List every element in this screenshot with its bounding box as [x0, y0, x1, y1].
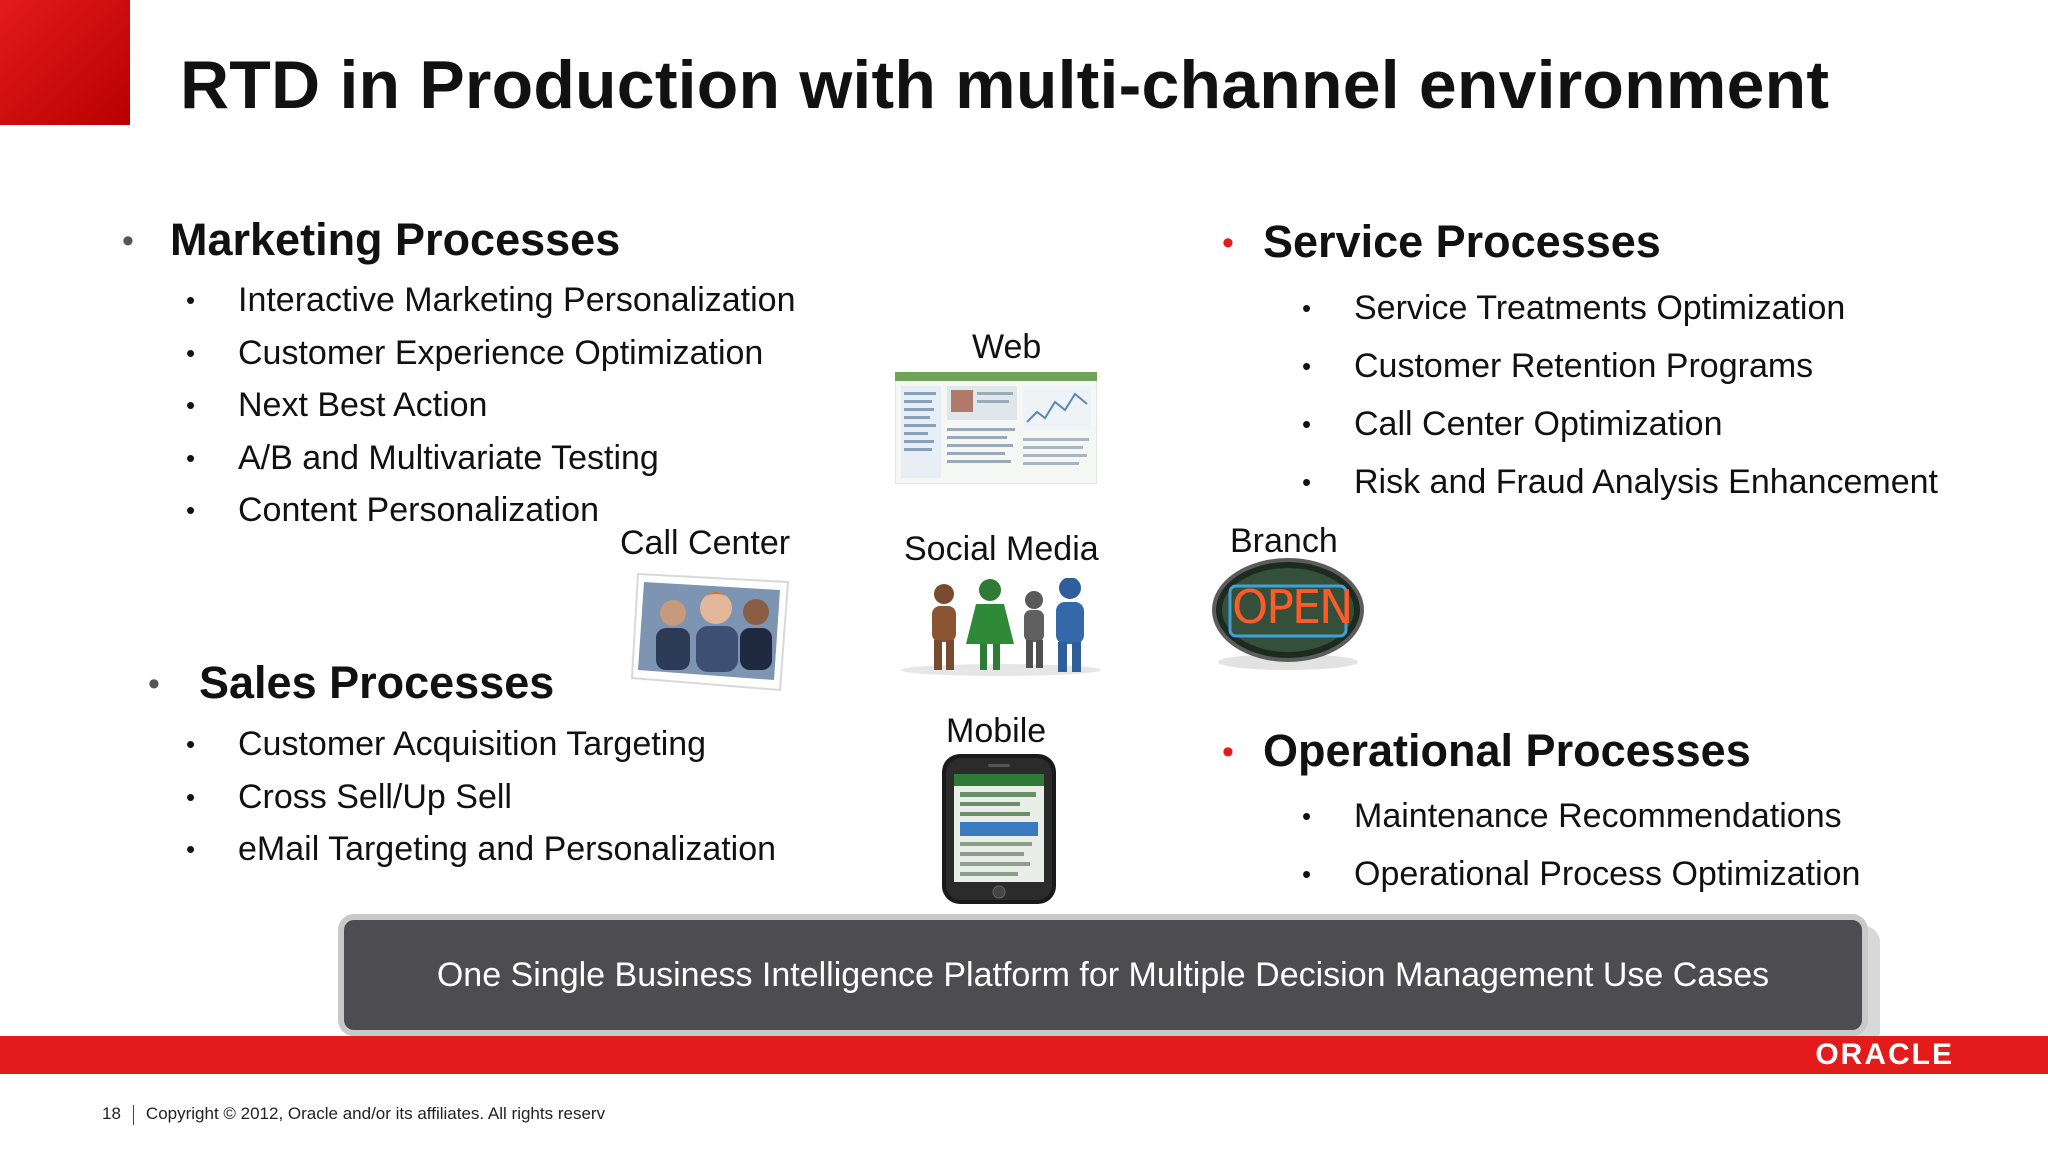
marketing-heading: Marketing Processes [170, 214, 621, 265]
footer: 18 Copyright © 2012, Oracle and/or its af… [102, 1104, 605, 1125]
social-people-icon [898, 577, 1104, 683]
call-center-label: Call Center [620, 524, 791, 562]
copyright-text: Copyright © 2012, Oracle and/or its affi… [145, 1104, 606, 1123]
list-item: Operational Process Optimization [1302, 850, 1860, 908]
slide-title: RTD in Production with multi-channel env… [180, 47, 1830, 123]
service-heading: Service Processes [1263, 216, 1661, 267]
sales-bullet: • [148, 665, 160, 703]
list-item: Customer Experience Optimization [186, 331, 796, 384]
web-page-icon [894, 371, 1098, 489]
service-bullet: • [1222, 224, 1234, 262]
oracle-logo: ORACLE [1815, 1038, 1954, 1071]
sales-heading: Sales Processes [199, 657, 555, 708]
social-media-label: Social Media [904, 530, 1099, 568]
mobile-phone-icon [938, 752, 1060, 917]
operational-bullet: • [1222, 733, 1234, 771]
list-item: Customer Acquisition Targeting [186, 722, 776, 775]
list-item: Service Treatments Optimization [1302, 285, 1938, 343]
call-center-photo-icon [628, 568, 798, 703]
list-item: Next Best Action [186, 383, 796, 436]
list-item: Interactive Marketing Personalization [186, 278, 795, 331]
list-item: Call Center Optimization [1302, 401, 1938, 459]
list-item: Cross Sell/Up Sell [186, 775, 776, 828]
list-item: eMail Targeting and Personalization [186, 827, 776, 880]
banner-text: One Single Business Intelligence Platfor… [436, 955, 1770, 994]
list-item: Customer Retention Programs [1302, 343, 1938, 401]
branch-label: Branch [1230, 522, 1338, 560]
corner-accent [0, 0, 130, 125]
service-list: Service Treatments Optimization Customer… [1302, 285, 1938, 517]
list-item: Content Personalization [186, 488, 796, 541]
operational-heading: Operational Processes [1263, 725, 1751, 776]
list-item: Risk and Fraud Analysis Enhancement [1302, 459, 1938, 517]
open-sign-text: OPEN [1232, 580, 1353, 634]
list-item: A/B and Multivariate Testing [186, 436, 796, 489]
sales-list: Customer Acquisition Targeting Cross Sel… [186, 722, 776, 880]
page-number: 18 [102, 1104, 121, 1123]
operational-list: Maintenance Recommendations Operational … [1302, 792, 1860, 908]
marketing-list: Interactive Marketing Personalization Cu… [186, 278, 796, 541]
list-item: Maintenance Recommendations [1302, 792, 1860, 850]
platform-banner: One Single Business Intelligence Platfor… [338, 914, 1868, 1036]
marketing-bullet: • [122, 222, 134, 260]
mobile-label: Mobile [946, 712, 1047, 750]
open-sign-icon: OPEN [1210, 556, 1366, 677]
footer-divider [132, 1104, 134, 1125]
footer-red-bar [0, 1036, 2048, 1074]
web-label: Web [972, 328, 1042, 366]
